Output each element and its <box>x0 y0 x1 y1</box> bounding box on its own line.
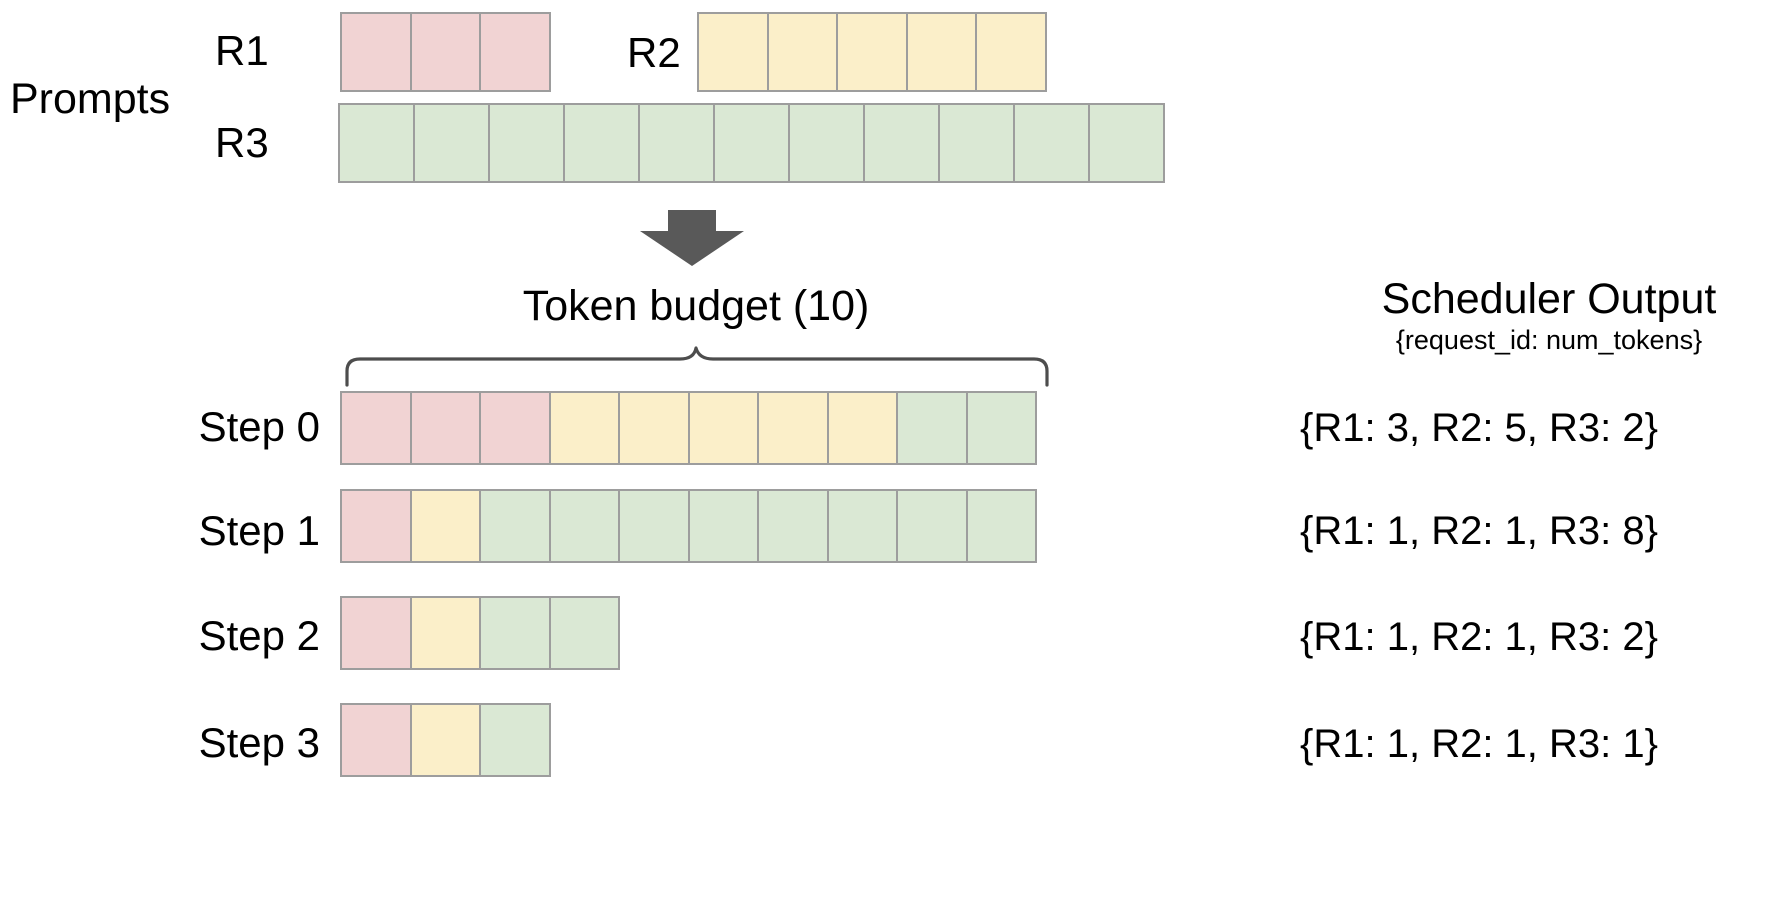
scheduler-output-row-3: {R1: 1, R2: 1, R3: 1} <box>1300 722 1658 766</box>
step-0-token-cell-r2-1 <box>618 391 690 465</box>
prompt-token-row-r2 <box>697 12 1047 92</box>
step-2-token-cell-r2-0 <box>409 596 481 670</box>
step-1-token-cell-r1-0 <box>340 489 412 563</box>
prompt-token-cell-r3-4 <box>638 103 715 183</box>
step-label-3: Step 3 <box>198 719 320 766</box>
prompt-token-cell-r3-10 <box>1088 103 1165 183</box>
prompt-token-cell-r1-2 <box>479 12 551 92</box>
prompt-token-cell-r3-0 <box>338 103 415 183</box>
prompts-section-label: Prompts <box>10 75 171 123</box>
step-1-token-cell-r2-0 <box>409 489 481 563</box>
prompt-token-cell-r1-0 <box>340 12 412 92</box>
step-1-token-cell-r3-7 <box>965 489 1037 563</box>
step-0-token-cell-r1-2 <box>479 391 551 465</box>
prompt-token-cell-r3-1 <box>413 103 490 183</box>
prompt-token-row-r3 <box>338 103 1165 183</box>
step-1-token-cell-r3-2 <box>618 489 690 563</box>
prompt-label-r3: R3 <box>215 119 269 166</box>
prompt-label-r1: R1 <box>215 27 269 74</box>
step-0-token-cell-r2-2 <box>687 391 759 465</box>
prompt-token-cell-r3-8 <box>938 103 1015 183</box>
prompt-token-cell-r3-3 <box>563 103 640 183</box>
step-2-token-cell-r3-1 <box>548 596 620 670</box>
prompt-token-cell-r2-4 <box>975 12 1047 92</box>
step-token-row-0 <box>340 391 1037 465</box>
step-token-row-1 <box>340 489 1037 563</box>
step-3-token-cell-r1-0 <box>340 703 412 777</box>
step-1-token-cell-r3-0 <box>479 489 551 563</box>
step-label-0: Step 0 <box>198 403 320 450</box>
token-budget-title: Token budget (10) <box>522 282 870 330</box>
prompt-token-cell-r3-2 <box>488 103 565 183</box>
scheduler-output-row-0: {R1: 3, R2: 5, R3: 2} <box>1300 406 1658 450</box>
step-1-token-cell-r3-3 <box>687 489 759 563</box>
step-1-token-cell-r3-5 <box>826 489 898 563</box>
prompt-token-row-r1 <box>340 12 551 92</box>
prompt-token-cell-r3-6 <box>788 103 865 183</box>
step-0-token-cell-r1-0 <box>340 391 412 465</box>
step-0-token-cell-r2-3 <box>757 391 829 465</box>
scheduler-output-row-2: {R1: 1, R2: 1, R3: 2} <box>1300 615 1658 659</box>
step-token-row-2 <box>340 596 620 670</box>
step-token-row-3 <box>340 703 551 777</box>
prompt-token-cell-r2-2 <box>836 12 908 92</box>
step-0-token-cell-r2-0 <box>548 391 620 465</box>
prompt-token-cell-r3-9 <box>1013 103 1090 183</box>
step-3-token-cell-r3-0 <box>479 703 551 777</box>
scheduler-output-row-1: {R1: 1, R2: 1, R3: 8} <box>1300 509 1658 553</box>
down-arrow-icon <box>632 210 752 266</box>
step-1-token-cell-r3-6 <box>896 489 968 563</box>
step-0-token-cell-r3-0 <box>896 391 968 465</box>
step-label-2: Step 2 <box>198 612 320 659</box>
step-1-token-cell-r3-4 <box>757 489 829 563</box>
prompt-token-cell-r2-1 <box>766 12 838 92</box>
curly-brace-icon <box>344 345 1050 392</box>
scheduler-output-title: Scheduler Output <box>1381 275 1717 323</box>
prompt-token-cell-r2-0 <box>697 12 769 92</box>
step-0-token-cell-r3-1 <box>965 391 1037 465</box>
step-2-token-cell-r1-0 <box>340 596 412 670</box>
prompt-label-r2: R2 <box>627 29 681 76</box>
step-3-token-cell-r2-0 <box>409 703 481 777</box>
step-2-token-cell-r3-0 <box>479 596 551 670</box>
step-1-token-cell-r3-1 <box>548 489 620 563</box>
step-0-token-cell-r1-1 <box>409 391 481 465</box>
prompt-token-cell-r1-1 <box>409 12 481 92</box>
prompt-token-cell-r3-5 <box>713 103 790 183</box>
step-0-token-cell-r2-4 <box>826 391 898 465</box>
step-label-1: Step 1 <box>198 507 320 554</box>
prompt-token-cell-r2-3 <box>905 12 977 92</box>
prompt-token-cell-r3-7 <box>863 103 940 183</box>
scheduler-output-subtitle: {request_id: num_tokens} <box>1395 325 1703 355</box>
